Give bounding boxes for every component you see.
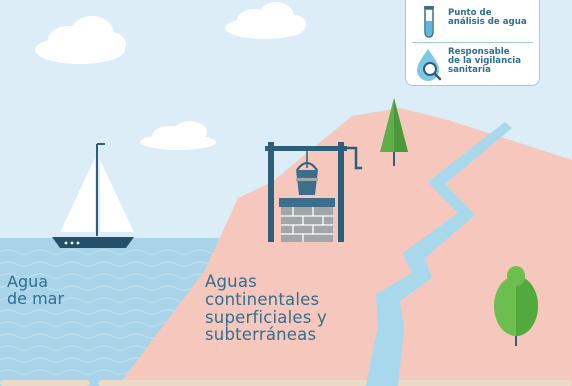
- land: [118, 108, 572, 386]
- test-tube-icon: [424, 6, 434, 38]
- conifer-tree: [380, 98, 408, 166]
- cloud: [140, 121, 216, 150]
- sailboat: [52, 143, 134, 248]
- ground-strip: [98, 380, 572, 386]
- legend-label-health-surveillance: Responsable de la vigilancia sanitaria: [448, 47, 522, 76]
- round-tree: [494, 266, 538, 346]
- ground-strip: [0, 380, 90, 386]
- water-well: [265, 142, 362, 242]
- legend-label-sampling-point: Punto de análisis de agua: [448, 8, 527, 28]
- legend-divider: [412, 42, 533, 43]
- river: [366, 122, 512, 386]
- water-drop-magnifier-icon: [417, 49, 442, 81]
- sea-water-label: Agua de mar: [7, 272, 65, 309]
- inland-water-label: Aguas continentales superficiales y subt…: [205, 272, 327, 345]
- cloud: [35, 16, 126, 64]
- legend: Punto de análisis de agua Responsable de…: [405, 0, 540, 86]
- cloud: [225, 2, 306, 39]
